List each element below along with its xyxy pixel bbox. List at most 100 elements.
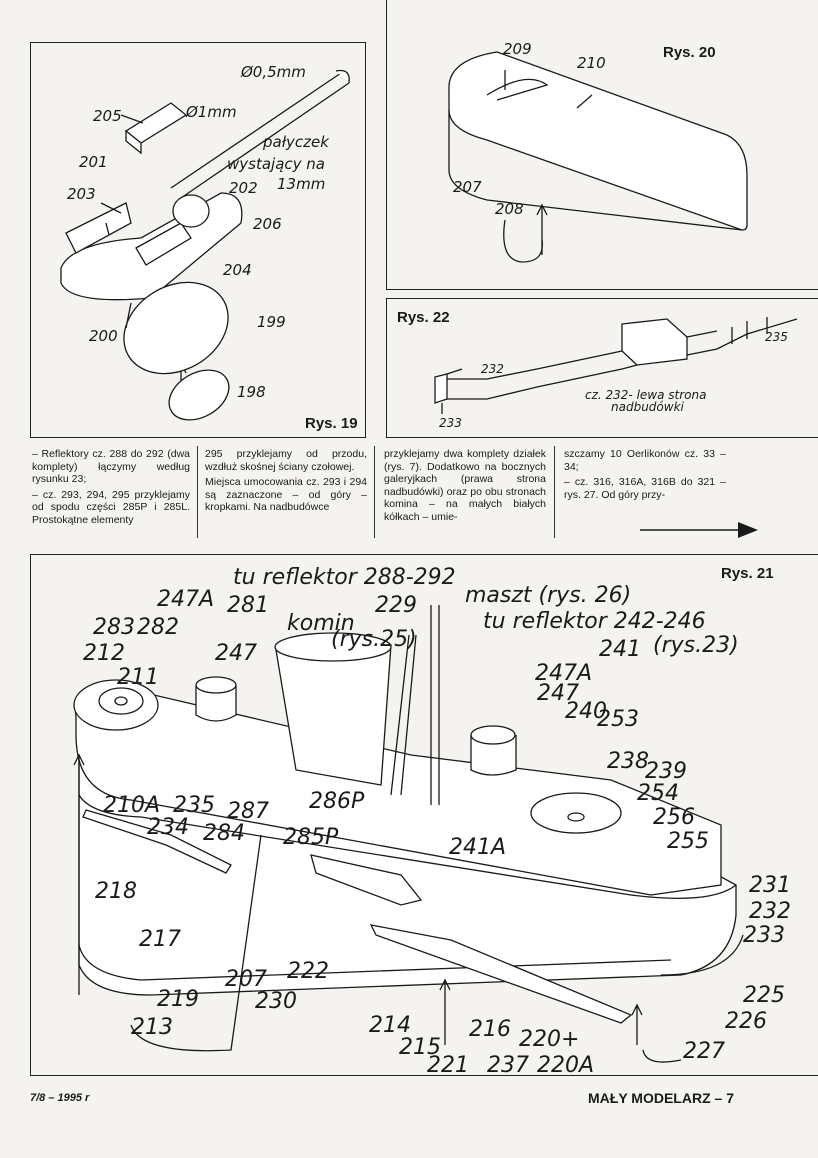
fig19-label-patyczek: pałyczek [263, 133, 329, 151]
text-column-1: – Reflektory cz. 288 do 292 (dwa komplet… [32, 448, 190, 529]
fig21-label-maszt: maszt (rys. 26) [465, 583, 632, 608]
figure-19-drawing [60, 69, 350, 421]
fig21-label-rys23: (rys.23) [653, 633, 739, 658]
fig21-label: 214 [369, 1013, 411, 1038]
figure-19-title: Rys. 19 [305, 415, 358, 432]
fig21-label: 225 [743, 983, 785, 1008]
fig19-label-199: 199 [257, 313, 286, 331]
fig21-label: 284 [203, 821, 245, 846]
figure-22-frame: 232 233 235 cz. 232- lewa strona nadbudó… [386, 298, 818, 438]
fig21-label: 211 [117, 665, 159, 690]
paragraph: przyklejamy dwa komplety działek (rys. 7… [384, 448, 546, 523]
fig22-caption-line2: nadbudówki [611, 400, 684, 414]
fig21-label: 247A [535, 661, 593, 686]
fig21-label: 226 [725, 1009, 767, 1034]
continue-arrow-icon [640, 522, 758, 538]
fig21-label: 220A [537, 1053, 595, 1078]
fig19-label-201: 201 [79, 153, 108, 171]
fig21-label: 239 [645, 759, 687, 784]
fig21-label: 216 [469, 1017, 511, 1042]
fig19-label-05mm: Ø0,5mm [241, 63, 306, 81]
column-divider [197, 446, 198, 538]
fig21-label: 234 [147, 815, 189, 840]
column-divider [554, 446, 555, 538]
figure-21-drawing [73, 605, 744, 1063]
fig21-label: 215 [399, 1035, 441, 1060]
fig21-label: 218 [95, 879, 137, 904]
fig19-label-1mm: Ø1mm [186, 103, 237, 121]
fig20-label-207: 207 [453, 178, 482, 196]
fig21-label: 210A [103, 793, 161, 818]
figure-20-frame: 209 210 207 208 Rys. 20 [386, 0, 818, 290]
fig21-label: 212 [83, 641, 125, 666]
fig21-label: 256 [653, 805, 695, 830]
fig20-label-210: 210 [577, 54, 606, 72]
fig21-label-rys25: (rys.25) [331, 627, 417, 652]
fig21-label: 286P [309, 789, 365, 814]
fig21-label: 238 [607, 749, 649, 774]
paragraph: szczamy 10 Oerlikonów cz. 33 – 34; [564, 448, 726, 473]
fig21-label: 247 [215, 641, 257, 666]
text-column-4: szczamy 10 Oerlikonów cz. 33 – 34; – cz.… [564, 448, 726, 504]
fig21-label: 253 [597, 707, 639, 732]
fig21-label: 227 [683, 1039, 725, 1064]
fig19-label-13mm: 13mm [277, 175, 326, 193]
fig21-label: 237 [487, 1053, 529, 1078]
fig19-label-200: 200 [89, 327, 118, 345]
text-column-3: przyklejamy dwa komplety działek (rys. 7… [384, 448, 546, 526]
fig19-label-198: 198 [237, 383, 266, 401]
fig21-label: 222 [287, 959, 329, 984]
fig21-label: 213 [131, 1015, 173, 1040]
fig21-label: 281 [227, 593, 269, 618]
fig21-label: 220+ [519, 1027, 580, 1052]
figure-21-title: Rys. 21 [721, 565, 774, 582]
fig19-label-205: 205 [93, 107, 122, 125]
fig21-label: 287 [227, 799, 269, 824]
fig21-label: 254 [637, 781, 679, 806]
fig21-label: 285P [283, 825, 339, 850]
figure-22-drawing [434, 317, 798, 414]
fig19-label-203: 203 [67, 185, 96, 203]
fig21-label: 247 [537, 681, 579, 706]
fig20-label-209: 209 [503, 40, 532, 58]
fig21-label: 283 [93, 615, 135, 640]
paragraph: – Reflektory cz. 288 do 292 (dwa komplet… [32, 448, 190, 485]
fig19-label-wystajacy: wystający na [227, 155, 325, 173]
fig22-caption-line1: cz. 232- lewa strona [585, 388, 707, 402]
fig19-label-206: 206 [253, 215, 282, 233]
figure-21-frame: tu reflektor 288-292 maszt (rys. 26) tu … [30, 554, 818, 1078]
figure-20-drawing [448, 51, 748, 263]
fig20-label-208: 208 [495, 200, 524, 218]
fig21-label: 219 [157, 987, 199, 1012]
figure-19-frame: 205 201 203 200 Ø1mm Ø0,5mm pałyczek wys… [30, 42, 366, 438]
fig21-label: 241A [449, 835, 507, 860]
fig21-label: 232 [749, 899, 791, 924]
fig21-label: 217 [139, 927, 181, 952]
fig21-label: 229 [375, 593, 417, 618]
fig22-label-232: 232 [481, 362, 504, 376]
fig21-label: 235 [173, 793, 215, 818]
fig21-label: 230 [255, 989, 297, 1014]
paragraph: 295 przyklejamy od przodu, wzdłuż skośne… [205, 448, 367, 473]
fig21-label: 221 [427, 1053, 469, 1078]
paragraph: Miejsca umocowania cz. 293 i 294 są zazn… [205, 476, 367, 513]
fig22-label-235: 235 [765, 330, 788, 344]
fig21-label: 231 [749, 873, 791, 898]
footer-date: 7/8 – 1995 r [30, 1092, 90, 1104]
fig21-label: 241 [599, 637, 641, 662]
fig21-label: 207 [225, 967, 267, 992]
text-column-2: 295 przyklejamy od przodu, wzdłuż skośne… [205, 448, 367, 517]
fig21-label: 255 [667, 829, 709, 854]
figure-22-title: Rys. 22 [397, 309, 450, 326]
footer-magazine: MAŁY MODELARZ – 7 [588, 1090, 734, 1106]
paragraph: – cz. 316, 316A, 316B do 321 – rys. 27. … [564, 476, 726, 501]
fig21-label: 240 [565, 699, 607, 724]
figure-20-title: Rys. 20 [663, 44, 716, 61]
paragraph: – cz. 293, 294, 295 przyklejamy od spodu… [32, 488, 190, 526]
fig21-label-reflektor-242: tu reflektor 242-246 [483, 609, 706, 634]
fig21-label: 233 [743, 923, 785, 948]
fig21-label-komin: komin [287, 611, 355, 636]
fig22-label-233: 233 [439, 416, 462, 430]
fig21-label: 247A [157, 587, 215, 612]
fig21-label-reflektor-288: tu reflektor 288-292 [233, 565, 456, 590]
